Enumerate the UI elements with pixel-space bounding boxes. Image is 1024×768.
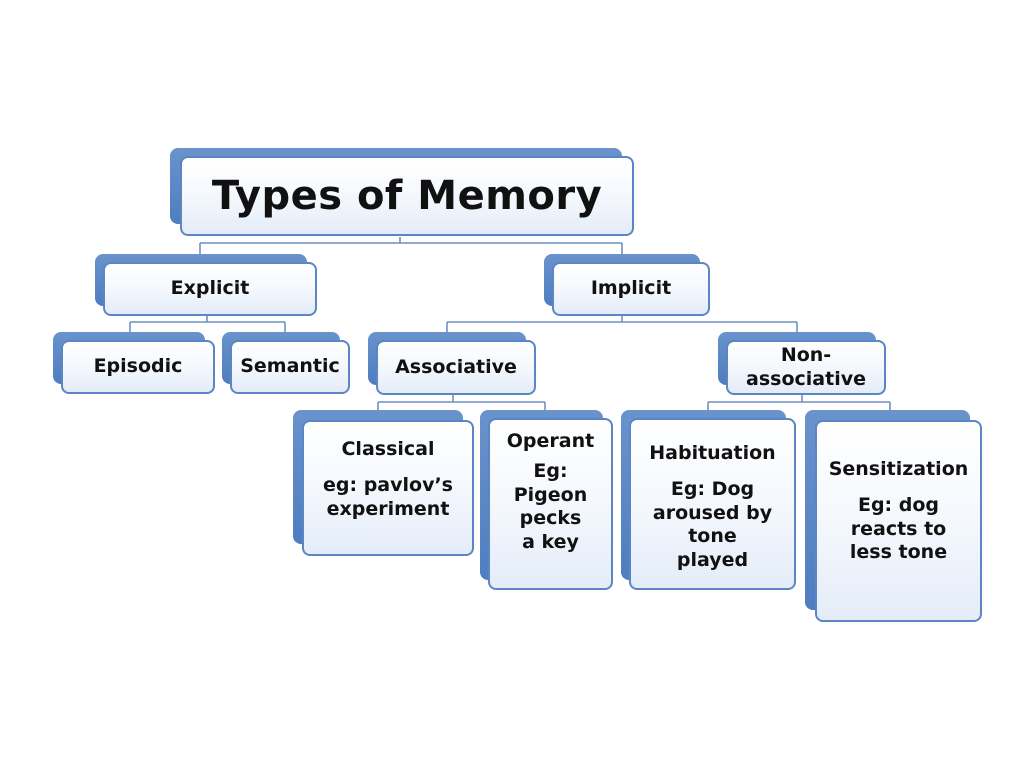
associative-node: Associative [368,332,536,395]
semantic-node: Semantic [222,332,350,394]
classical-example: eg: pavlov’s experiment [323,473,453,520]
sensitization-title: Sensitization [828,458,969,480]
operant-example: Eg: Pigeon pecks a key [513,459,588,553]
explicit-node: Explicit [95,254,317,316]
operant-node: Operant Eg: Pigeon pecks a key [480,410,613,590]
classical-title: Classical [341,438,435,460]
habituation-example: Eg: Dog aroused by tone played [652,477,773,571]
habituation-title: Habituation [649,442,776,464]
sensitization-node: Sensitization Eg: dog reacts to less ton… [805,410,982,622]
explicit-label: Explicit [170,277,250,300]
associative-label: Associative [395,355,517,378]
semantic-label: Semantic [240,355,340,378]
sensitization-example: Eg: dog reacts to less tone [849,493,948,564]
episodic-node: Episodic [53,332,215,394]
nonassociative-label: Non-associative [746,343,866,390]
nonassociative-node: Non-associative [718,332,886,395]
habituation-node: Habituation Eg: Dog aroused by tone play… [621,410,796,590]
implicit-node: Implicit [544,254,710,316]
implicit-label: Implicit [590,277,672,300]
root-node: Types of Memory [170,148,634,238]
operant-title: Operant [506,430,595,452]
classical-node: Classical eg: pavlov’s experiment [293,410,474,556]
episodic-label: Episodic [93,355,183,378]
root-title: Types of Memory [211,173,603,219]
